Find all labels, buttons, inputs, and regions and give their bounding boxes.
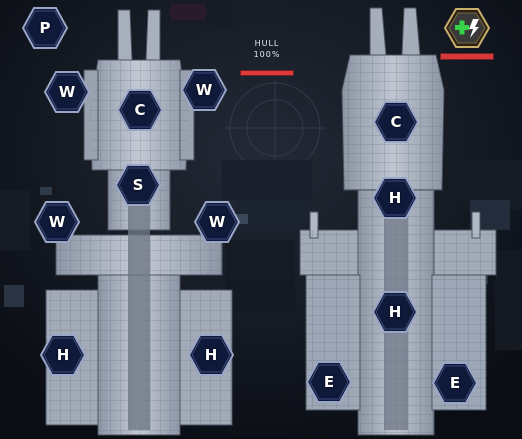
left-ship-command-slot[interactable]: C [117,89,163,131]
left-ship-weapon-slot[interactable]: W [181,69,227,111]
left-ship-hangar-slot[interactable]: H [188,334,234,376]
hull-value: 100% [253,50,281,59]
hull-bar-fill [241,71,293,75]
right-ship-hangar-slot[interactable]: H [372,177,418,219]
heal-boost-icon[interactable] [443,8,491,48]
right-ship-command-slot[interactable]: C [373,101,419,143]
left-ship-weapon-slot[interactable]: W [44,71,90,113]
left-ship-power-slot[interactable]: P [22,7,68,49]
right-ship-hangar-slot[interactable]: H [372,291,418,333]
right-ship-engine-slot[interactable]: E [306,361,352,403]
hull-bar [240,70,294,76]
left-ship-shield-slot[interactable]: S [115,164,161,206]
hull-label: HULL [254,39,280,48]
ability-bar-fill [441,54,493,59]
ability-bar [440,53,494,60]
right-ship-engine-slot[interactable]: E [432,362,478,404]
left-ship-weapon-slot[interactable]: W [194,201,240,243]
hull-readout: HULL 100% [238,38,296,60]
left-ship-weapon-slot[interactable]: W [34,201,80,243]
left-ship-hangar-slot[interactable]: H [40,334,86,376]
